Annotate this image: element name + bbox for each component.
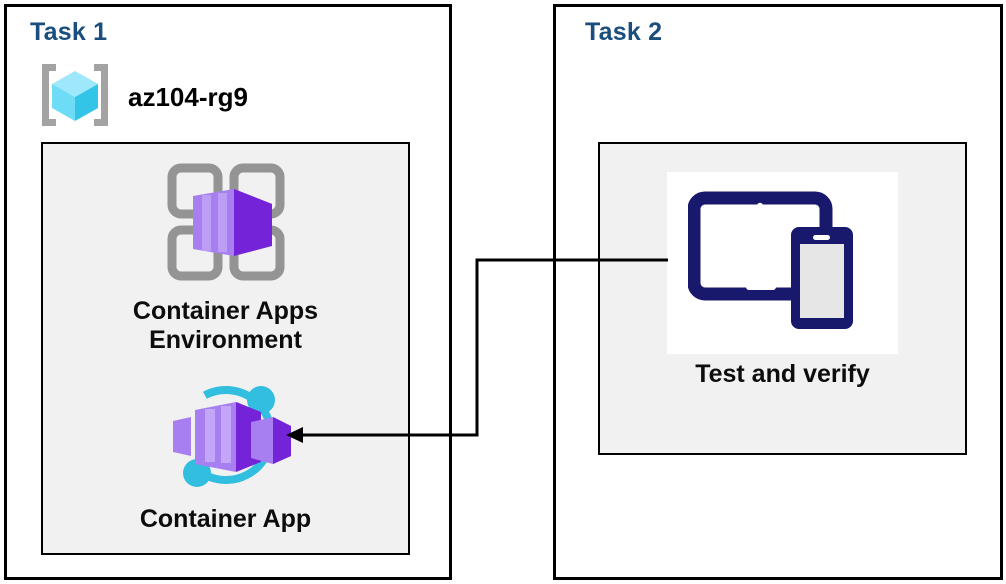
task-2-resource-container: Test and verify (598, 142, 967, 455)
task-2-title: Task 2 (585, 18, 663, 46)
resource-label: Container Apps Environment (132, 297, 319, 354)
azure-resource-group-icon (36, 62, 114, 133)
test-icon-plate (667, 172, 898, 354)
resource-test-and-verify: Test and verify (600, 172, 965, 389)
resource-container-apps-environment: Container Apps Environment (43, 158, 408, 354)
resource-label: Test and verify (695, 360, 870, 388)
test-devices-icon (687, 186, 878, 341)
task-1-title: Task 1 (30, 18, 108, 46)
resource-label: Container App (139, 505, 312, 533)
resource-container-app: Container App (43, 376, 408, 534)
resource-group-row: az104-rg9 (36, 62, 248, 133)
container-apps-environment-icon (162, 158, 290, 291)
resource-group-name: az104-rg9 (128, 82, 248, 112)
container-app-icon (151, 376, 301, 499)
task-1-resource-container: Container Apps Environment (41, 142, 410, 555)
